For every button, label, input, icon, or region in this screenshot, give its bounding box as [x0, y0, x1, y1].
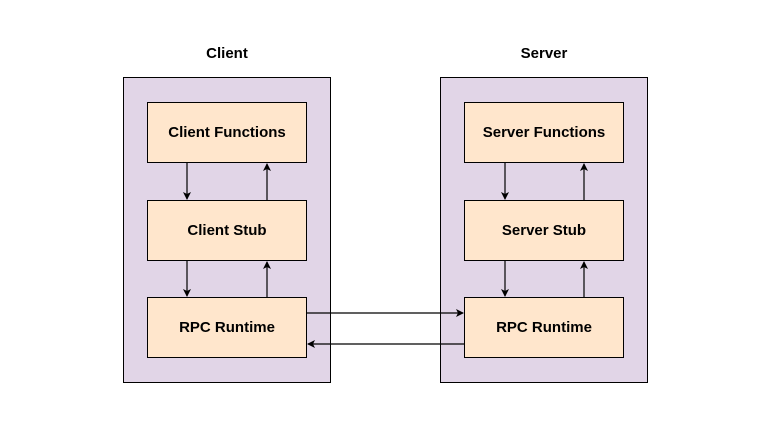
server-runtime-node: RPC Runtime: [464, 297, 624, 358]
client-title: Client: [206, 45, 248, 62]
server-functions-node: Server Functions: [464, 102, 624, 163]
client-runtime-node: RPC Runtime: [147, 297, 307, 358]
server-title: Server: [520, 45, 568, 62]
client-functions-node: Client Functions: [147, 102, 307, 163]
client-stub-node: Client Stub: [147, 200, 307, 261]
server-stub-node: Server Stub: [464, 200, 624, 261]
